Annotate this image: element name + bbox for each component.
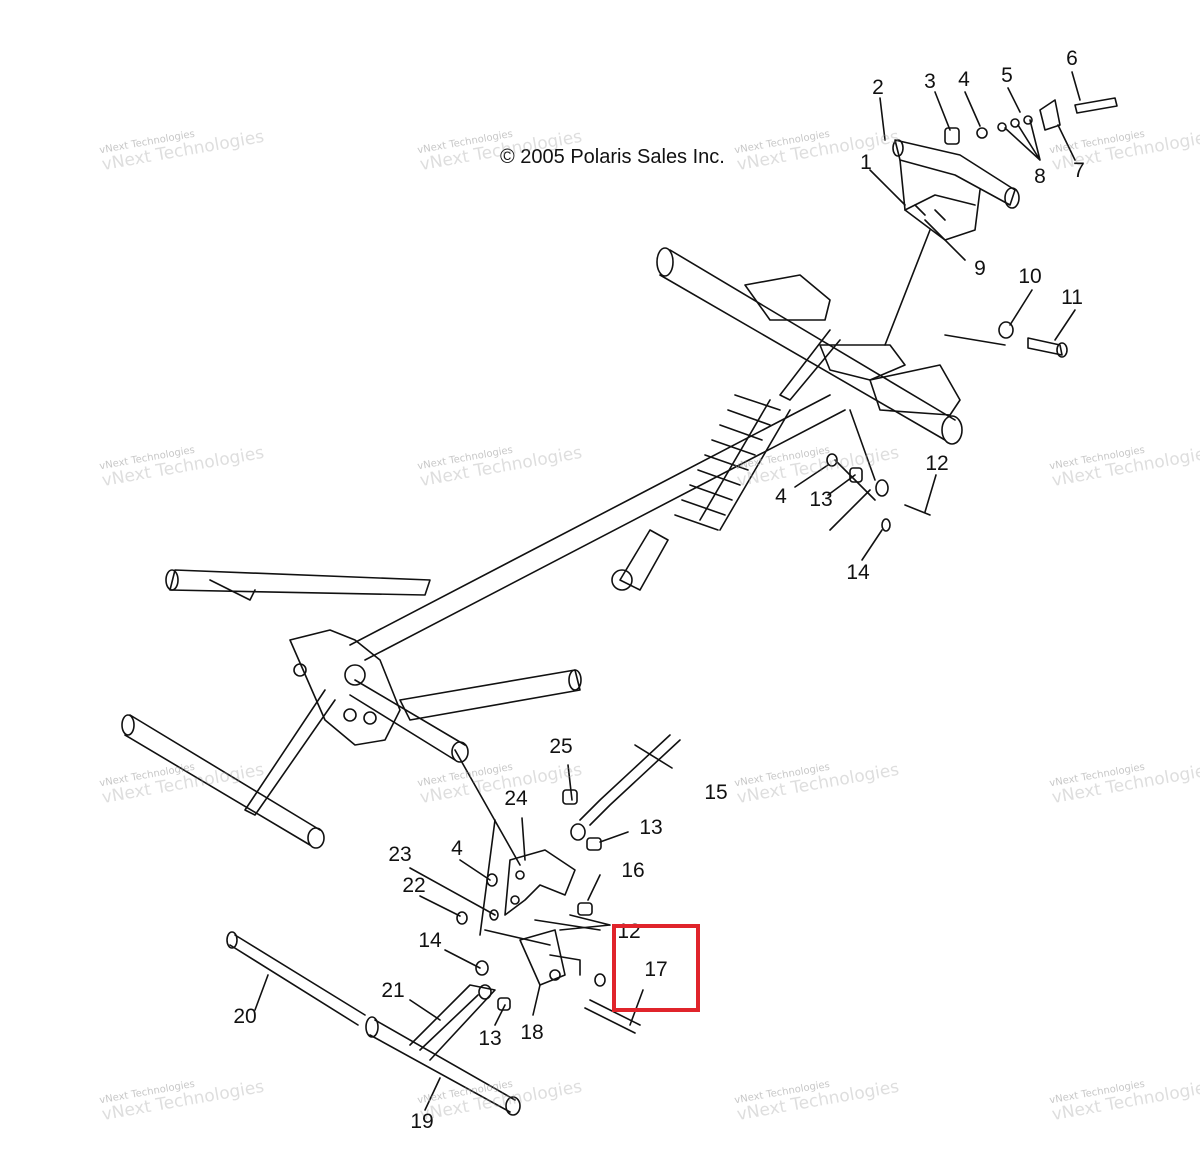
callout-5[interactable]: 5 [1001, 64, 1013, 87]
highlight-box-part-17 [612, 924, 700, 1012]
callout-14[interactable]: 14 [846, 561, 870, 584]
rear-axle-assembly [121, 629, 582, 849]
top-hardware [944, 97, 1118, 145]
callout-17[interactable]: 17 [644, 958, 668, 981]
copyright-notice: © 2005 Polaris Sales Inc. [500, 146, 725, 168]
callout-13[interactable]: 13 [639, 816, 663, 839]
callout-3[interactable]: 3 [924, 70, 936, 93]
callout-9[interactable]: 9 [974, 257, 986, 280]
callout-4[interactable]: 4 [775, 485, 787, 508]
callout-4[interactable]: 4 [451, 837, 463, 860]
callout-11[interactable]: 11 [1061, 286, 1083, 309]
callout-18[interactable]: 18 [520, 1021, 544, 1044]
callout-22[interactable]: 22 [402, 874, 426, 897]
callout-13[interactable]: 13 [809, 488, 833, 511]
callout-12[interactable]: 12 [925, 452, 949, 475]
callout-24[interactable]: 24 [504, 787, 528, 810]
callout-7[interactable]: 7 [1073, 159, 1085, 182]
callout-20[interactable]: 20 [233, 1005, 257, 1028]
callout-19[interactable]: 19 [410, 1110, 434, 1133]
callout-15[interactable]: 15 [704, 781, 728, 804]
rear-arm [165, 569, 431, 601]
callout-25[interactable]: 25 [549, 735, 573, 758]
upper-cross-tube [656, 247, 963, 445]
long-rail [349, 329, 846, 661]
callout-21[interactable]: 21 [381, 979, 405, 1002]
shock-absorber [611, 394, 791, 591]
callout-13[interactable]: 13 [478, 1027, 502, 1050]
top-bracket-assembly [892, 139, 1020, 241]
callout-1[interactable]: 1 [860, 151, 872, 174]
callout-16[interactable]: 16 [621, 859, 645, 882]
callout-2[interactable]: 2 [872, 76, 884, 99]
callout-14[interactable]: 14 [418, 929, 442, 952]
callout-23[interactable]: 23 [388, 843, 412, 866]
callout-8[interactable]: 8 [1034, 165, 1046, 188]
callout-10[interactable]: 10 [1018, 265, 1042, 288]
callout-4[interactable]: 4 [958, 68, 970, 91]
callout-6[interactable]: 6 [1066, 47, 1078, 70]
